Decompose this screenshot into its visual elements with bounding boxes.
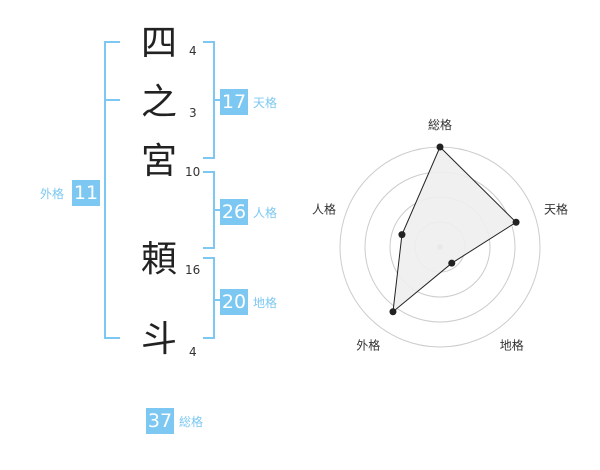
name-char-4: 頼 [140,239,177,280]
stroke-count-1: 4 [189,44,197,58]
gaikaku-badge: 11 [72,180,100,206]
chikaku-badge: 20 [220,289,248,315]
bracket-lines [104,41,222,339]
gaikaku-label: 外格 [40,187,65,201]
stroke-count-2: 3 [189,106,197,120]
name-char-3: 宮 [140,141,177,182]
radar-point-3 [448,259,456,267]
soukaku-label: 総格 [179,415,204,429]
name-char-5: 斗 [140,319,177,360]
name-char-2: 之 [140,82,177,123]
tenkaku-label: 天格 [253,96,278,110]
radar-polygon [392,146,517,313]
jinkaku-label: 人格 [253,206,278,220]
stroke-count-3: 10 [185,165,201,179]
radar-point-5 [398,231,406,239]
radar-axis-label-4: 外格 [356,338,380,353]
radar-axis-label-3: 地格 [500,338,524,353]
soukaku-badge: 37 [146,408,174,434]
stroke-count-5: 4 [189,345,197,359]
radar-point-2 [512,218,520,226]
radar-point-4 [389,308,397,316]
radar-axis-label-5: 人格 [312,201,336,216]
name-char-1: 四 [140,23,177,64]
radar-axis-label-2: 天格 [544,201,568,216]
stroke-count-4: 16 [185,263,201,277]
chikaku-label: 地格 [253,296,278,310]
jinkaku-badge: 26 [220,199,248,225]
radar-axis-label-1: 総格 [428,117,452,132]
radar-point-1 [436,143,444,151]
tenkaku-badge: 17 [220,89,248,115]
